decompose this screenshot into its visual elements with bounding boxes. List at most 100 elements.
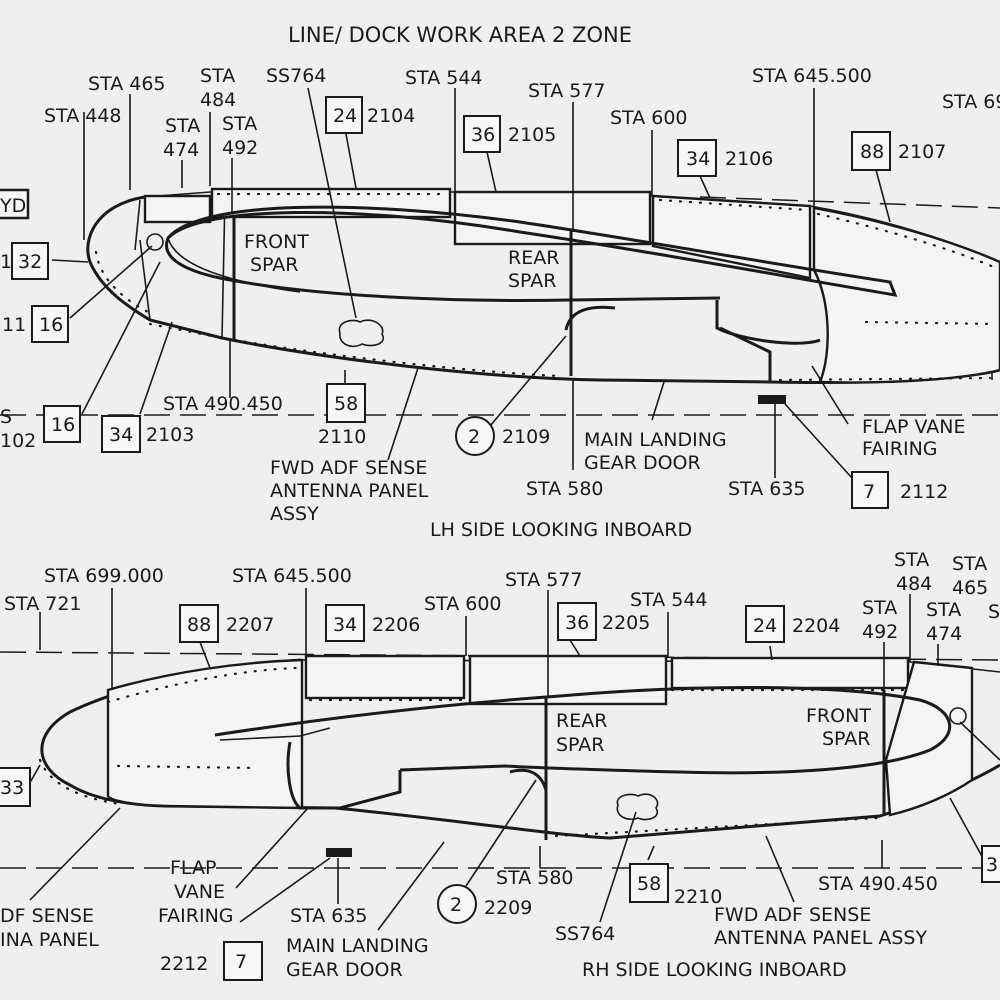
rh-flap-label-3: FAIRING xyxy=(158,905,234,927)
callout-box-24 xyxy=(325,96,363,134)
lh-rear-spar-label-2: SPAR xyxy=(508,270,557,292)
rh-sta635-marker xyxy=(326,848,352,857)
panel-2103-label: 2103 xyxy=(146,424,194,446)
panel-2206-label: 2206 xyxy=(372,614,420,636)
rh-ss764: SS764 xyxy=(555,923,615,945)
callout-34-top-label: 34 xyxy=(686,148,710,170)
rh-sta-721: STA 721 xyxy=(4,593,82,615)
rh-right-s-label: S xyxy=(988,601,1000,623)
panel-2206 xyxy=(304,654,466,700)
rh-callout-33-label: 33 xyxy=(0,777,24,799)
rh-sta-645-500: STA 645.500 xyxy=(232,565,352,587)
callout-circle-2 xyxy=(455,416,495,456)
lh-sta-448: STA 448 xyxy=(44,105,122,127)
rh-callout-box-36 xyxy=(557,602,597,641)
lh-sta-465: STA 465 xyxy=(88,73,166,95)
panel-2110-label: 2110 xyxy=(318,426,366,448)
lh-sta635-marker xyxy=(758,395,786,404)
rh-callout-box-58 xyxy=(629,863,669,903)
lh-sta-484-bottom: 484 xyxy=(200,89,236,111)
callout-32-label: 32 xyxy=(18,251,42,273)
panel-2112-label: 2112 xyxy=(900,481,948,503)
rh-callout-circle-2 xyxy=(437,884,477,924)
panel-2107-label: 2107 xyxy=(898,141,946,163)
panel-2204-label: 2204 xyxy=(792,615,840,637)
rh-callout-7-label: 7 xyxy=(235,951,247,973)
lh-sta-69-partial: STA 69 xyxy=(942,91,1000,113)
rh-sta-699: STA 699.000 xyxy=(44,565,164,587)
callout-box-34-top xyxy=(677,139,717,177)
callout-box-16a xyxy=(31,305,69,343)
callout-16a-label: 16 xyxy=(39,314,63,336)
rh-rear-spar-label-2: SPAR xyxy=(556,734,605,756)
rh-sta-484-top: STA xyxy=(894,549,929,571)
rh-sta-490-450: STA 490.450 xyxy=(818,873,938,895)
rh-callout-88-label: 88 xyxy=(187,614,211,636)
lh-rear-spar-label-1: REAR xyxy=(508,247,559,269)
rh-sta-484-bottom: 484 xyxy=(896,573,932,595)
panel-2210-label: 2210 xyxy=(674,886,722,908)
lh-flap-vane-label-1: FLAP VANE xyxy=(862,416,965,438)
rh-sta-580: STA 580 xyxy=(496,867,574,889)
lh-flap-vane-label-2: FAIRING xyxy=(862,438,938,460)
panel-2103-top xyxy=(143,194,212,224)
lh-sta-580: STA 580 xyxy=(526,478,604,500)
lh-adf-label-3: ASSY xyxy=(270,503,319,525)
panel-2203-rh xyxy=(884,660,974,817)
lh-left-s-label: S xyxy=(0,406,12,428)
lh-sta-645-500: STA 645.500 xyxy=(752,65,872,87)
panel-2205-label: 2205 xyxy=(602,612,650,634)
rh-wing-section xyxy=(214,685,952,775)
rh-front-spar-label-2: SPAR xyxy=(822,728,871,750)
panel-2207-label: 2207 xyxy=(226,614,274,636)
rh-sta-474-bottom: 474 xyxy=(926,623,962,645)
rh-adf-antenna-blob xyxy=(616,793,659,821)
wing-section xyxy=(165,205,898,302)
rh-rear-spar-label-1: REAR xyxy=(556,710,607,732)
panel-2207 xyxy=(106,658,304,810)
rh-mlg-label-2: GEAR DOOR xyxy=(286,959,403,981)
rh-adf-left-label-1: DF SENSE xyxy=(0,905,94,927)
rh-adf-left-label-2: INA PANEL xyxy=(0,929,99,951)
panel-102-partial-label: 102 xyxy=(0,430,36,452)
callout-36-label: 36 xyxy=(471,124,495,146)
rh-callout-34-label: 34 xyxy=(333,614,357,636)
lh-ss764: SS764 xyxy=(266,65,326,87)
rh-sta-635: STA 635 xyxy=(290,905,368,927)
lh-sta-484-top: STA xyxy=(200,65,235,87)
callout-7-label: 7 xyxy=(863,481,875,503)
rh-sta-492-top: STA xyxy=(862,597,897,619)
panel-2104-label: 2104 xyxy=(367,105,415,127)
lh-view-caption: LH SIDE LOOKING INBOARD xyxy=(430,519,692,541)
rh-flap-label-1: FLAP xyxy=(170,857,216,879)
panel-2106 xyxy=(651,194,812,280)
callout-34-label: 34 xyxy=(109,424,133,446)
rh-callout-3-partial-label: 3 xyxy=(986,854,998,876)
callout-16b-label: 16 xyxy=(51,414,75,436)
rh-sta-600: STA 600 xyxy=(424,593,502,615)
rh-view-caption: RH SIDE LOOKING INBOARD xyxy=(582,959,847,981)
callout-2-label: 2 xyxy=(468,426,480,448)
rh-mlg-label-1: MAIN LANDING xyxy=(286,935,429,957)
rh-flap-label-2: VANE xyxy=(174,881,225,903)
rh-callout-box-88 xyxy=(179,604,219,643)
lh-sta-474-bottom: 474 xyxy=(163,139,199,161)
rh-sta-474-top: STA xyxy=(926,599,961,621)
rh-callout-box-7 xyxy=(223,941,263,981)
edge-tag: YD xyxy=(0,195,26,217)
lh-sta-474-top: STA xyxy=(165,115,200,137)
rh-callout-36-label: 36 xyxy=(565,612,589,634)
lh-sta-600: STA 600 xyxy=(610,107,688,129)
lh-fairing-view: 24 2104 36 2105 34 2106 88 2107 32 1 16 … xyxy=(0,65,1000,541)
rh-callout-box-34 xyxy=(325,604,365,642)
rh-sta-577: STA 577 xyxy=(505,569,583,591)
panel-2106-label: 2106 xyxy=(725,148,773,170)
callout-box-7 xyxy=(851,471,889,509)
rh-sta-465-top: STA xyxy=(952,553,987,575)
rh-adf-label-1: FWD ADF SENSE xyxy=(714,904,871,926)
lh-adf-label-1: FWD ADF SENSE xyxy=(270,457,427,479)
callout-box-58 xyxy=(326,383,366,423)
callout-88-label: 88 xyxy=(860,141,884,163)
callout-box-32 xyxy=(11,242,49,280)
